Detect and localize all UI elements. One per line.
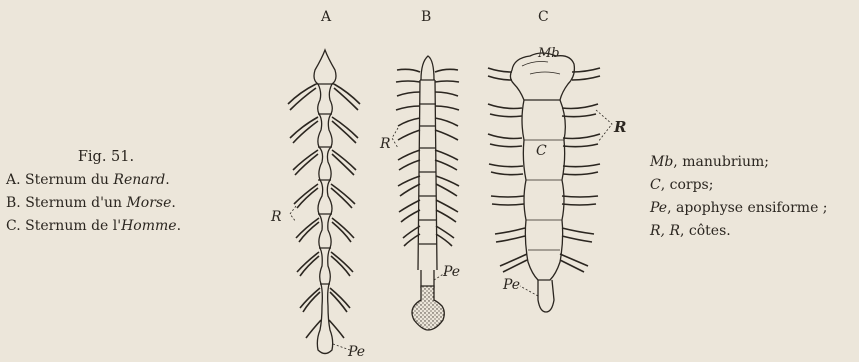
label-c-c: C [536,143,547,159]
label-c-r: R [613,118,626,136]
label-a-r: R [270,209,282,225]
sternum-b-walrus [392,56,459,288]
label-b-pe: Pe [442,264,460,280]
label-c-pe: Pe [502,277,520,293]
sternum-b-xiphoid [412,286,444,330]
sternum-a-fox [288,50,360,354]
label-b-r: R [379,136,391,152]
label-a-pe: Pe [347,344,365,360]
sternum-c-human [488,53,612,312]
label-c-mb: Mb [537,46,560,61]
